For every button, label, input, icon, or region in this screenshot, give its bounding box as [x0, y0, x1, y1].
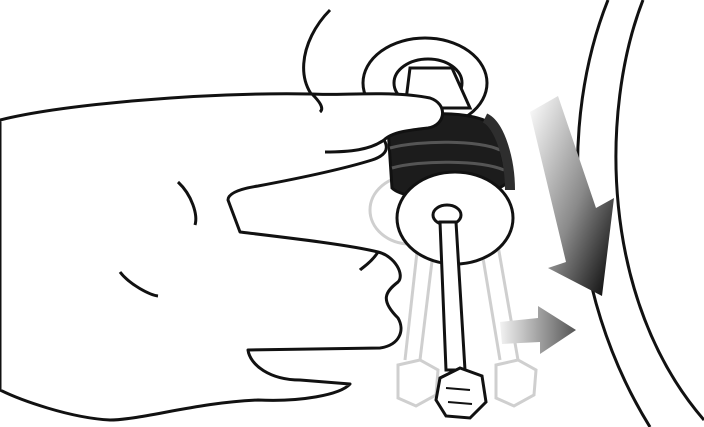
right-arrow-icon [500, 306, 576, 354]
hex-nut [436, 368, 486, 418]
down-arrow-icon [530, 96, 614, 296]
